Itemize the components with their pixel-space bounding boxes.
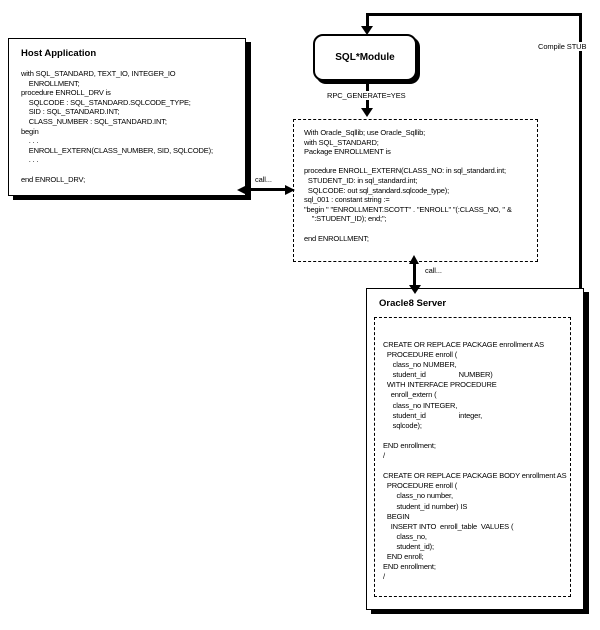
module-spec-box: With Oracle_Sqllib; use Oracle_Sqllib; w… — [293, 119, 538, 262]
module-inlet-line — [366, 13, 369, 27]
oracle-server-title: Oracle8 Server — [379, 298, 447, 309]
call-left-arrowhead-left — [237, 184, 247, 195]
oracle-server-box: Oracle8 Server CREATE OR REPLACE PACKAGE… — [366, 288, 584, 610]
call-left-arrowhead-right — [285, 184, 295, 195]
call-bottom-arrow-shaft — [413, 262, 416, 287]
call-left-label: call... — [254, 175, 273, 184]
call-bottom-arrowhead-up — [409, 255, 419, 264]
sql-module-box: SQL*Module — [313, 34, 417, 81]
top-connector-line — [367, 13, 582, 16]
host-application-code: with SQL_STANDARD, TEXT_IO, INTEGER_IO E… — [21, 69, 213, 184]
arrowhead-into-sql-module — [361, 26, 373, 35]
oracle-server-inner-box: CREATE OR REPLACE PACKAGE enrollment AS … — [374, 317, 571, 597]
compile-stub-label: Compile STUB — [537, 42, 588, 51]
oracle-server-code: CREATE OR REPLACE PACKAGE enrollment AS … — [383, 340, 567, 582]
sql-module-title: SQL*Module — [335, 52, 395, 63]
call-left-arrow-shaft — [246, 188, 286, 191]
call-bottom-arrowhead-down — [408, 285, 421, 294]
rpc-generate-label: RPC_GENERATE=YES — [326, 91, 407, 100]
host-application-title: Host Application — [21, 48, 97, 59]
module-spec-code: With Oracle_Sqllib; use Oracle_Sqllib; w… — [304, 128, 512, 243]
compile-stub-line — [579, 13, 582, 289]
arrowhead-into-spec-box — [361, 108, 373, 117]
host-application-box: Host Application with SQL_STANDARD, TEXT… — [8, 38, 246, 196]
call-bottom-label: call... — [424, 266, 443, 275]
